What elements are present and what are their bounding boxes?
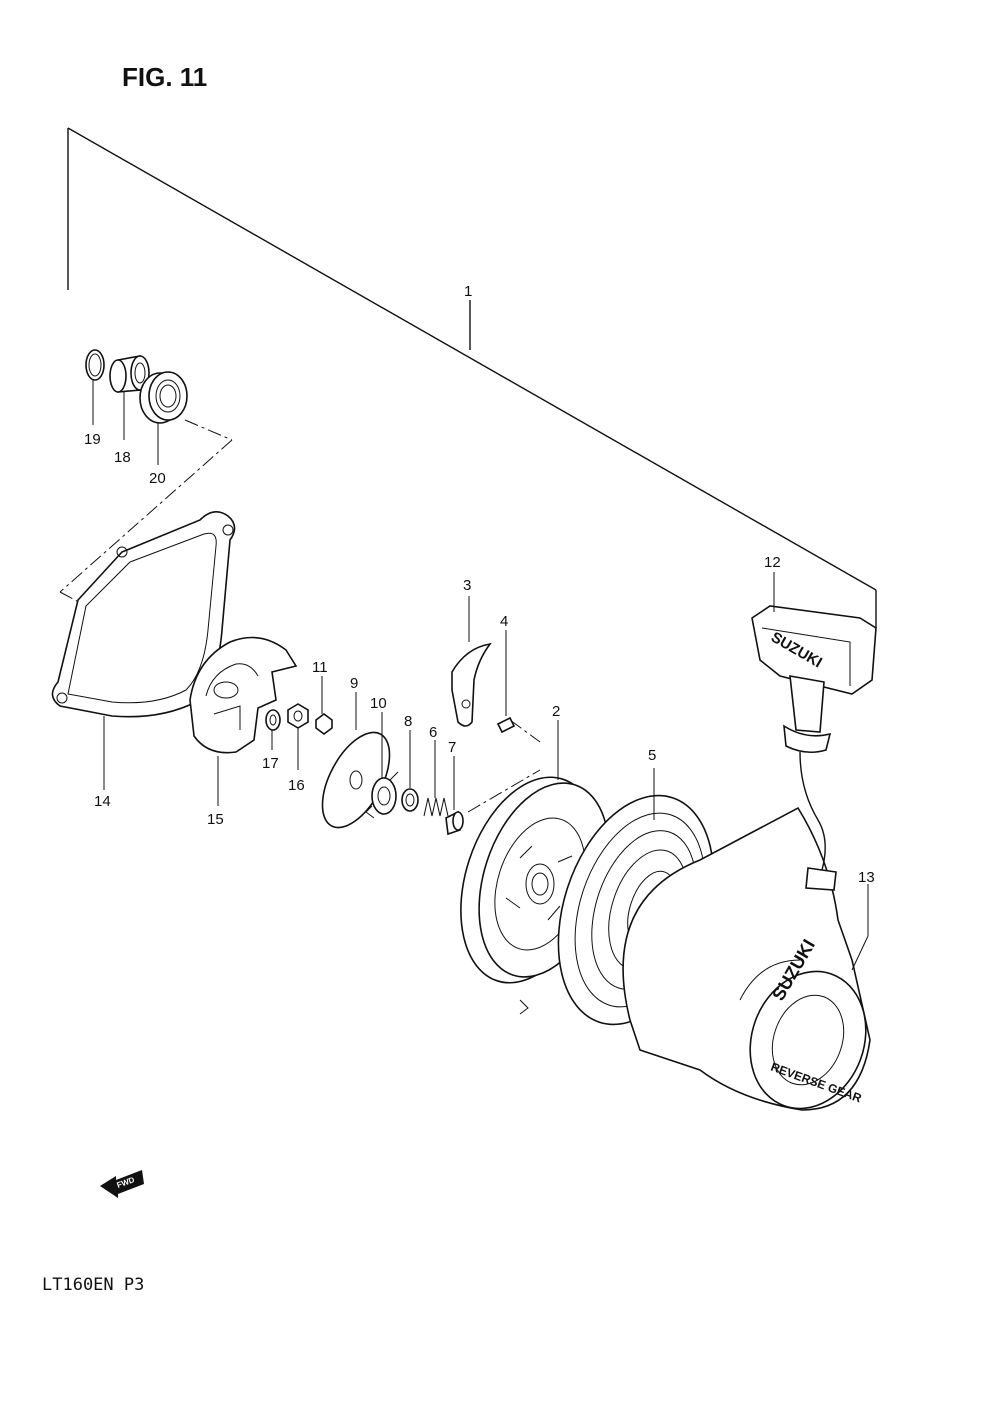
callout-2: 2 [552, 703, 560, 720]
callout-6: 6 [429, 724, 437, 741]
callout-19: 19 [84, 431, 101, 448]
callout-14: 14 [94, 793, 111, 810]
assembly-bracket [67, 127, 877, 628]
callout-11: 11 [312, 659, 328, 676]
callout-17: 17 [262, 755, 279, 772]
callout-18: 18 [114, 449, 131, 466]
ratchet-guide-part-15 [189, 636, 298, 806]
nut-part-16 [287, 703, 309, 770]
o-ring-part-19 [85, 349, 105, 425]
callout-3: 3 [463, 577, 471, 594]
washer-part-8 [401, 730, 419, 812]
collar-part-7 [445, 756, 464, 836]
callout-1: 1 [464, 283, 472, 300]
callout-8: 8 [404, 713, 412, 730]
washer-part-17 [265, 709, 281, 750]
bolt-part-11 [315, 676, 333, 735]
callout-5: 5 [648, 747, 656, 764]
callout-9: 9 [350, 675, 358, 692]
drawing-code: LT160EN P3 [42, 1275, 144, 1295]
callout-4: 4 [500, 613, 508, 630]
figure-title: FIG. 11 [122, 62, 207, 92]
callout-7: 7 [448, 739, 456, 756]
bushing-part-18 [109, 355, 150, 440]
oil-seal-part-20 [139, 371, 188, 465]
callout-10: 10 [370, 695, 387, 712]
spring-part-6 [423, 740, 449, 817]
callout-13: 13 [858, 869, 875, 886]
pin-part-4 [496, 630, 516, 734]
friction-spring-part-10 [365, 712, 399, 819]
fwd-arrow-icon: FWD [100, 1170, 144, 1198]
ratchet-pawl-part-3 [451, 596, 492, 727]
starter-handle-part-12: SUZUKI [751, 572, 877, 891]
callout-15: 15 [207, 811, 224, 828]
callout-20: 20 [149, 470, 166, 487]
callout-12: 12 [764, 554, 781, 571]
callout-16: 16 [288, 777, 305, 794]
